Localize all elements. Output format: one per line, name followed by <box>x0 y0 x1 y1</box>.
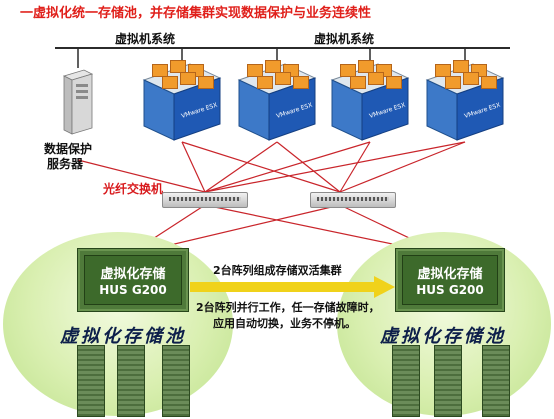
fiber-switch-right <box>310 192 396 208</box>
disk-rack <box>117 345 145 417</box>
storage-array-left: 虚拟化存储 HUS G200 <box>77 248 189 312</box>
storage-title-left: 虚拟化存储 <box>100 267 166 282</box>
vm-system-right-label: 虚拟机系统 <box>314 32 375 46</box>
vm-cube-icon <box>198 76 214 89</box>
page-title: 一虚拟化统一存储池，并存储集群实现数据保护与业务连续性 <box>20 6 372 21</box>
vm-cube-icon <box>350 76 366 89</box>
vm-cube-icon <box>435 64 451 77</box>
disk-rack <box>392 345 420 417</box>
disk-rack <box>434 345 462 417</box>
vm-cube-icon <box>463 72 479 85</box>
vm-cube-icon <box>445 76 461 89</box>
fiber-switch-left <box>162 192 248 208</box>
fiber-switch-label: 光纤交换机 <box>103 182 164 196</box>
vm-cube-icon <box>180 72 196 85</box>
vm-system-left-label: 虚拟机系统 <box>115 32 176 46</box>
data-protection-server-label-line1: 数据保护 <box>44 142 93 156</box>
vm-cube-icon <box>293 76 309 89</box>
vm-cube-icon <box>453 60 469 73</box>
storage-model-left: HUS G200 <box>99 283 167 297</box>
data-protection-server-label-line2: 服务器 <box>47 157 84 171</box>
cluster-arrow-icon <box>190 276 395 298</box>
cluster-text: 2台阵列组成存储双活集群 <box>213 264 342 277</box>
data-protection-server-icon <box>62 68 94 136</box>
storage-model-right: HUS G200 <box>416 283 484 297</box>
storage-pool-label-right: 虚拟化存储池 <box>380 326 506 347</box>
disk-rack <box>162 345 190 417</box>
vm-cube-icon <box>368 72 384 85</box>
vm-cube-icon <box>257 76 273 89</box>
disk-rack <box>77 345 105 417</box>
parallel-text-line1: 2台阵列并行工作，任一存储故障时， <box>196 301 380 314</box>
storage-array-right: 虚拟化存储 HUS G200 <box>395 248 505 312</box>
vm-cube-icon <box>275 72 291 85</box>
storage-pool-label-left: 虚拟化存储池 <box>60 326 186 347</box>
vm-cube-icon <box>340 64 356 77</box>
storage-title-right: 虚拟化存储 <box>417 267 483 282</box>
disk-rack <box>482 345 510 417</box>
vm-cube-icon <box>358 60 374 73</box>
parallel-text-line2: 应用自动切换，业务不停机。 <box>213 317 356 330</box>
vm-cube-icon <box>481 76 497 89</box>
vm-cube-icon <box>247 64 263 77</box>
esx-server-4: VMware ESX <box>423 60 507 144</box>
vm-network-bus <box>55 47 510 49</box>
vm-cube-icon <box>170 60 186 73</box>
esx-server-1: VMware ESX <box>140 60 224 144</box>
vm-cube-icon <box>386 76 402 89</box>
vm-cube-icon <box>162 76 178 89</box>
esx-server-2: VMware ESX <box>235 60 319 144</box>
vm-cube-icon <box>265 60 281 73</box>
esx-server-3: VMware ESX <box>328 60 412 144</box>
vm-cube-icon <box>152 64 168 77</box>
